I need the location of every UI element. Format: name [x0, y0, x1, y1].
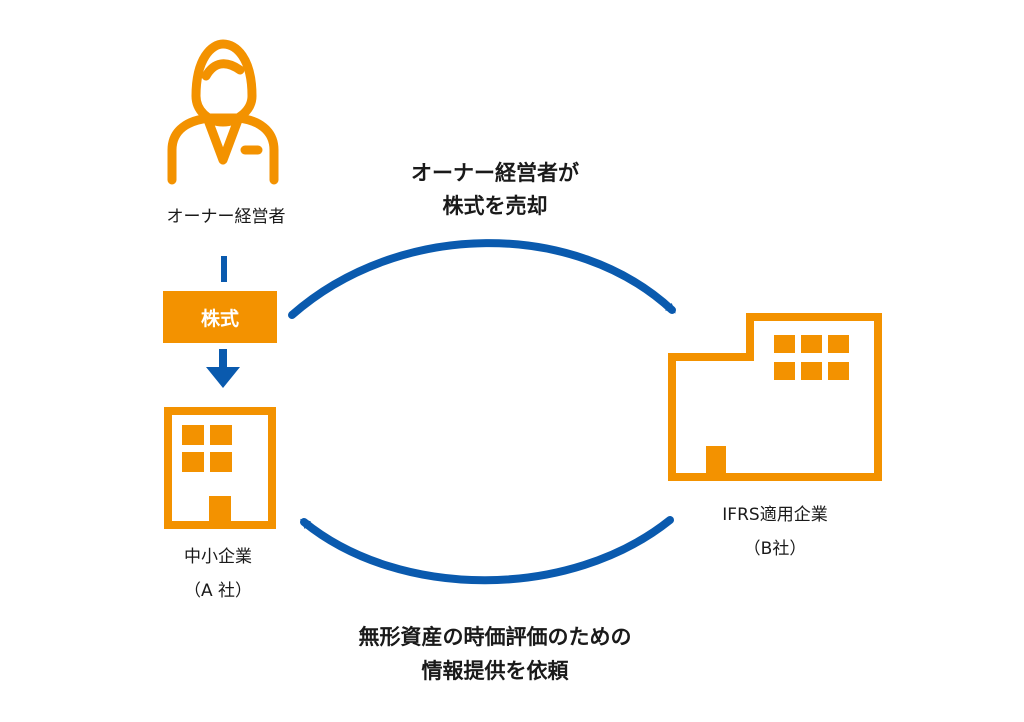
request-label-line2: 情報提供を依頼: [422, 659, 570, 683]
company-a-label-line2: （A 社）: [184, 581, 252, 601]
large-building-icon: [668, 313, 882, 481]
owner-label: オーナー経営者: [167, 207, 286, 227]
request-arrow: [300, 516, 674, 585]
down-arrow-icon: [206, 349, 240, 388]
shares-box: [163, 291, 277, 343]
shares-label: 株式: [201, 307, 239, 330]
connector-owner-shares: [221, 256, 227, 282]
businessman-icon: [167, 39, 279, 185]
sale-arrow: [288, 239, 676, 319]
request-label-line1: 無形資産の時価評価のための: [359, 625, 632, 649]
company-a-label-line1: 中小企業: [184, 547, 252, 567]
small-building-icon: [164, 407, 276, 529]
company-b-label-line2: （B社）: [744, 539, 807, 559]
sale-label-line1: オーナー経営者が: [411, 161, 579, 185]
company-b-label-line1: IFRS適用企業: [722, 505, 827, 525]
sale-label-line2: 株式を売却: [443, 194, 548, 218]
